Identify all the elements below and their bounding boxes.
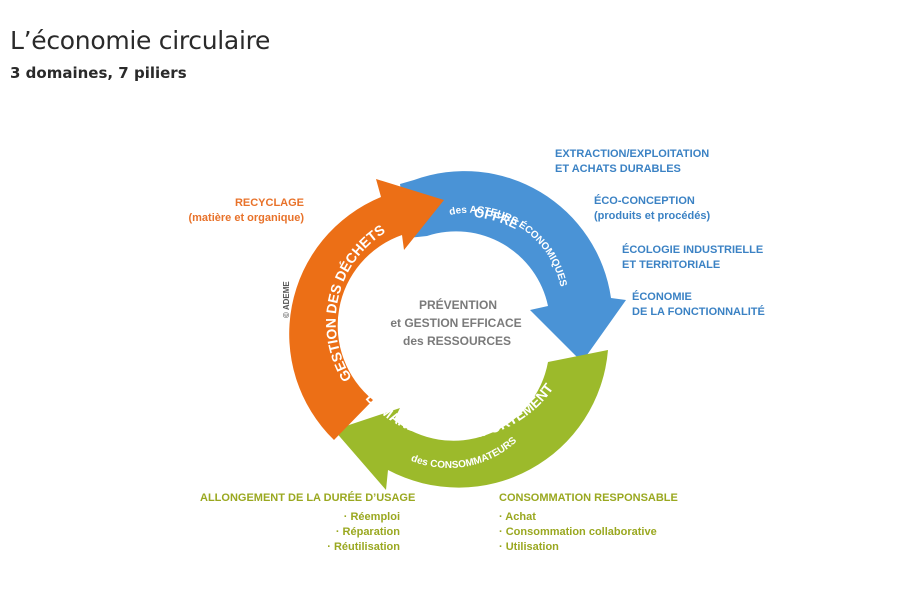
pillar-economie-fonctionnalite: ÉCONOMIE DE LA FONCTIONNALITÉ: [632, 290, 765, 320]
center-line-3: des RESSOURCES: [403, 334, 511, 348]
diagram-subtitle: 3 domaines, 7 piliers: [10, 64, 187, 82]
allongement-heading: ALLONGEMENT DE LA DURÉE D’USAGE: [200, 492, 416, 504]
consommation-item: · Consommation collaborative: [499, 526, 657, 538]
pillar-extraction-line1: EXTRACTION/EXPLOITATION: [555, 148, 710, 160]
center-line-1: PRÉVENTION: [419, 297, 497, 312]
consommation-item: · Achat: [499, 511, 536, 523]
pillar-eco-conception: ÉCO-CONCEPTION (produits et procédés): [594, 194, 710, 224]
center-line-2: et GESTION EFFICACE: [390, 316, 521, 330]
diagram-title: L’économie circulaire: [10, 26, 271, 55]
pillar-ecologie-line2: ET TERRITORIALE: [622, 259, 721, 271]
copyright-text: © ADEME: [282, 281, 291, 318]
pillar-extraction-line2: ET ACHATS DURABLES: [555, 163, 681, 175]
pillar-recyclage-line2: (matière et organique): [188, 212, 304, 224]
pillar-economie-line2: DE LA FONCTIONNALITÉ: [632, 306, 765, 318]
pillar-eco-conception-line1: ÉCO-CONCEPTION: [594, 195, 695, 207]
pillar-ecologie-line1: ÉCOLOGIE INDUSTRIELLE: [622, 244, 764, 256]
consommation-heading: CONSOMMATION RESPONSABLE: [499, 492, 678, 504]
pillar-economie-line1: ÉCONOMIE: [632, 291, 692, 303]
consommation-item: · Utilisation: [499, 541, 559, 553]
pillar-extraction: EXTRACTION/EXPLOITATION ET ACHATS DURABL…: [555, 147, 709, 177]
demande-arrow: [334, 350, 608, 490]
pillar-eco-conception-line2: (produits et procédés): [594, 210, 711, 222]
dechets-arrow: [289, 179, 444, 440]
pillar-consommation: CONSOMMATION RESPONSABLE · Achat · Conso…: [499, 491, 678, 555]
allongement-item: · Réutilisation: [327, 541, 400, 553]
pillar-allongement: ALLONGEMENT DE LA DURÉE D’USAGE · Réempl…: [200, 491, 416, 555]
allongement-item: · Réemploi: [343, 511, 400, 523]
pillar-ecologie-industrielle: ÉCOLOGIE INDUSTRIELLE ET TERRITORIALE: [622, 243, 763, 273]
offre-arrow: [400, 171, 626, 362]
pillar-recyclage-line1: RECYCLAGE: [234, 197, 304, 209]
allongement-item: · Réparation: [335, 526, 400, 538]
pillar-recyclage: RECYCLAGE (matière et organique): [180, 196, 304, 226]
